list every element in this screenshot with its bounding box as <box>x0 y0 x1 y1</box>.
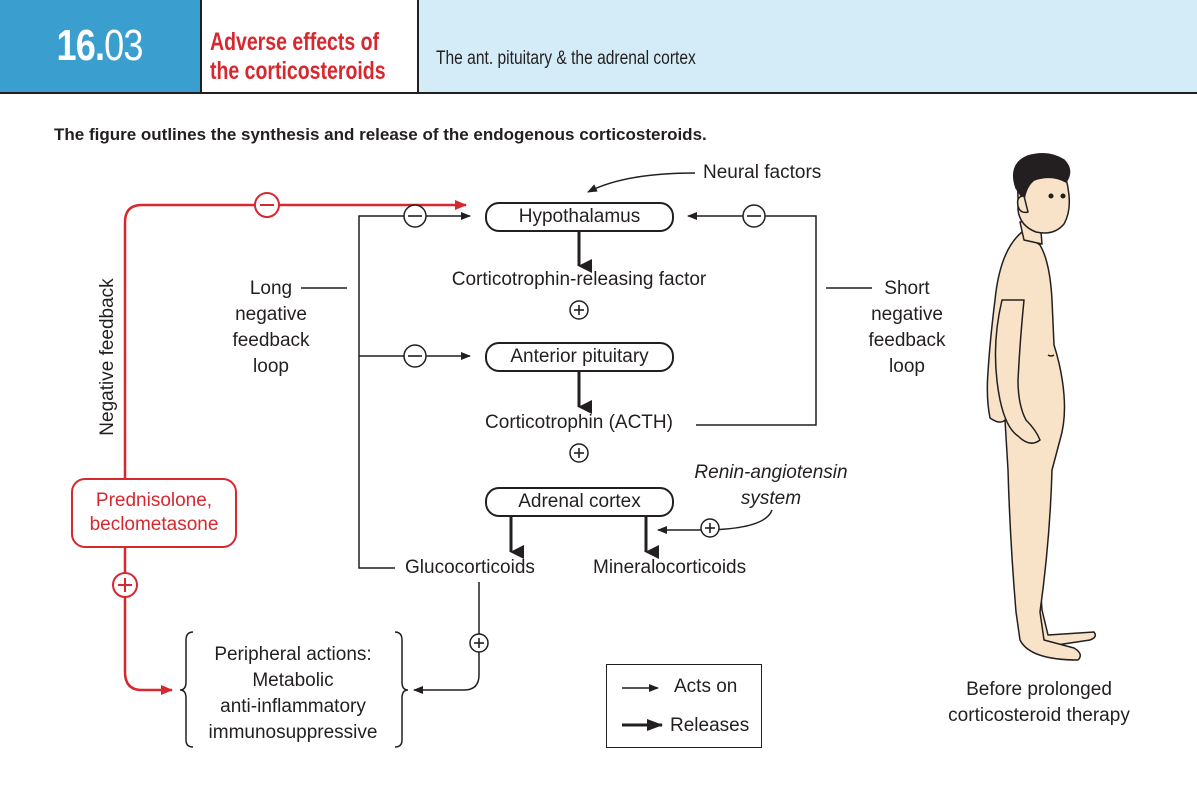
hypothalamus-box: Hypothalamus <box>485 202 674 232</box>
drug-line-1: Prednisolone, <box>95 490 213 511</box>
header-rule <box>0 92 1197 94</box>
mineralocorticoids-label: Mineralocorticoids <box>593 557 747 578</box>
adrenal-cortex-box: Adrenal cortex <box>485 487 674 517</box>
anterior-pituitary-box: Anterior pituitary <box>485 342 674 372</box>
acth-label: Corticotrophin (ACTH) <box>485 412 673 433</box>
page-header: 16.03 Adverse effects of the corticoster… <box>0 0 1197 94</box>
legend-acts-on: Acts on <box>674 676 738 697</box>
section-title-block: Adverse effects of the corticosteroids <box>200 0 419 92</box>
legend-box <box>606 664 762 748</box>
drug-line-2: beclometasone <box>89 514 219 535</box>
neural-factors-label: Neural factors <box>703 162 822 183</box>
neural-factors-arrow <box>587 172 696 193</box>
person-figure <box>986 153 1097 661</box>
short-loop-label: Short negative feedback loop <box>868 278 946 377</box>
section-number: 16.03 <box>56 21 144 70</box>
peripheral-actions-label: Peripheral actions: Metabolic anti-infla… <box>208 644 378 743</box>
gluco-to-peripheral-arrow <box>413 582 480 694</box>
crf-label: Corticotrophin-releasing factor <box>451 269 707 290</box>
chapter-subtitle: The ant. pituitary & the adrenal cortex <box>436 48 696 69</box>
section-title: Adverse effects of the corticosteroids <box>210 28 386 85</box>
hypothalamus-label: Hypothalamus <box>518 206 641 227</box>
renin-label: Renin-angiotensin system <box>694 462 848 509</box>
red-feedback-path <box>123 200 467 695</box>
section-number-block: 16.03 <box>0 0 200 92</box>
release-arrows <box>509 231 659 559</box>
drug-box: Prednisolone, beclometasone <box>71 478 237 548</box>
figure-caption: Before prolonged corticosteroid therapy <box>948 679 1130 726</box>
peripheral-braces <box>179 631 409 748</box>
adrenal-cortex-label: Adrenal cortex <box>518 491 641 512</box>
chapter-subtitle-block: The ant. pituitary & the adrenal cortex <box>419 0 1197 92</box>
intro-text: The figure outlines the synthesis and re… <box>54 125 707 144</box>
legend-releases: Releases <box>670 715 750 736</box>
anterior-pituitary-label: Anterior pituitary <box>510 346 649 367</box>
long-loop-label: Long negative feedback loop <box>232 278 310 377</box>
glucocorticoids-label: Glucocorticoids <box>405 557 535 578</box>
